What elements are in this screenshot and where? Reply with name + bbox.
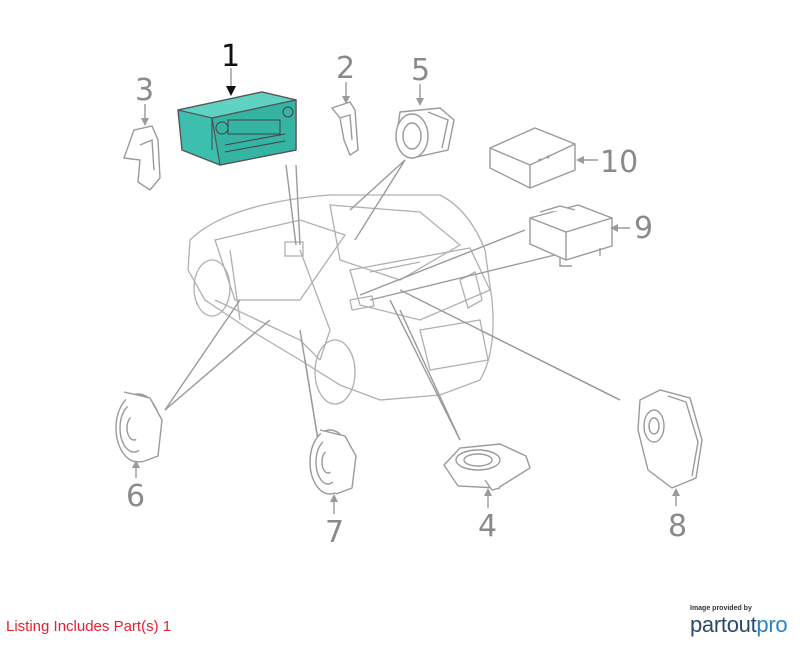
arrow-4-head	[484, 488, 492, 496]
arrow-9-head	[610, 224, 618, 232]
part-7-speaker[interactable]	[309, 429, 357, 495]
part-6-speaker[interactable]	[115, 391, 163, 463]
listing-includes-text: Listing Includes Part(s) 1	[6, 618, 172, 635]
vehicle-outline	[187, 194, 494, 405]
part-4-speaker[interactable]	[443, 443, 531, 491]
arrow-6-head	[132, 460, 140, 468]
callout-5: 5	[411, 53, 430, 88]
callout-8: 8	[668, 509, 687, 544]
callout-2: 2	[336, 51, 355, 86]
brand-text-pro: pro	[756, 612, 788, 637]
leader-lines	[164, 159, 621, 441]
part-2-bracket[interactable]	[330, 101, 359, 157]
part-8-speaker-box[interactable]	[637, 389, 703, 489]
callout-10: 10	[600, 145, 638, 180]
callout-3: 3	[135, 73, 154, 108]
brand-text-part: partout	[690, 612, 757, 637]
callout-6: 6	[126, 479, 145, 514]
callout-1: 1	[221, 39, 240, 74]
partoutpro-logo[interactable]: partoutpro	[690, 612, 788, 638]
image-credit-text: Image provided by	[690, 605, 752, 612]
arrow-2-head	[342, 96, 350, 104]
callout-4: 4	[478, 509, 497, 544]
part-5-speaker[interactable]	[395, 107, 455, 159]
arrow-8-head	[672, 488, 680, 496]
arrow-5-head	[416, 98, 424, 106]
arrow-1-head	[226, 86, 236, 96]
callout-9: 9	[634, 211, 653, 246]
part-9-amplifier[interactable]	[529, 204, 613, 267]
part-1-radio[interactable]	[177, 91, 297, 166]
callout-7: 7	[325, 515, 344, 550]
part-3-bracket[interactable]	[123, 125, 161, 191]
arrow-3-head	[141, 118, 149, 126]
arrow-7-head	[330, 494, 338, 502]
part-10-module[interactable]	[489, 127, 576, 189]
arrow-10-head	[576, 156, 584, 164]
